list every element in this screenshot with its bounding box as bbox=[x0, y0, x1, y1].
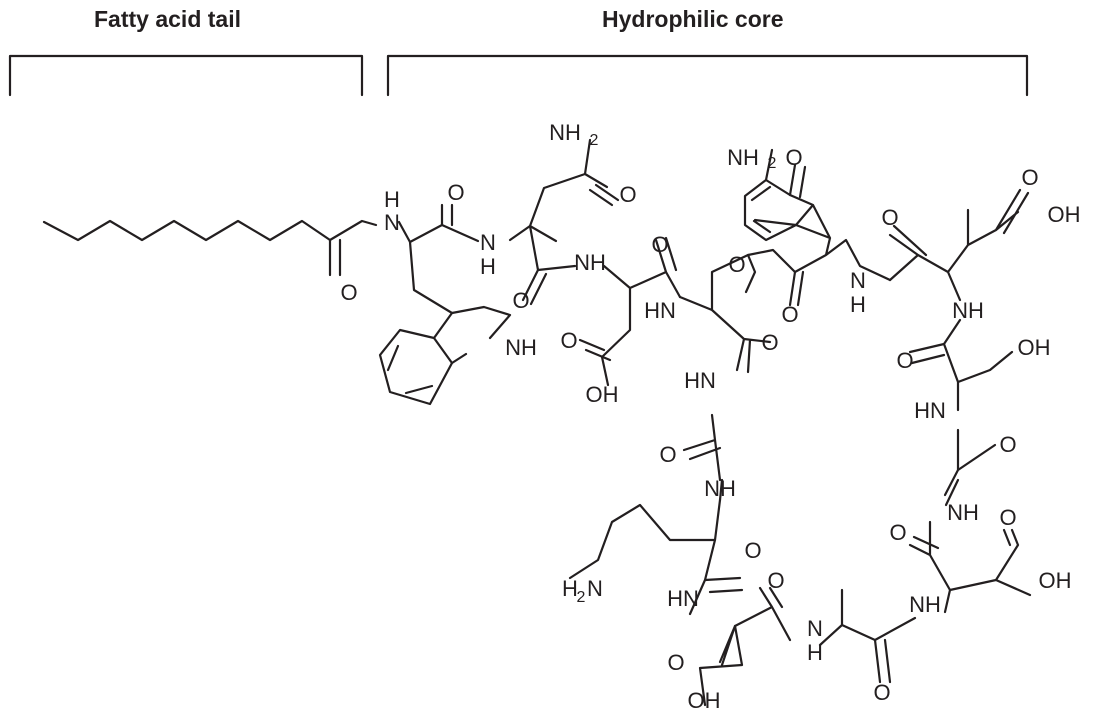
ornithine bbox=[568, 498, 744, 616]
kynurenine bbox=[743, 178, 892, 282]
atom-h: H bbox=[480, 254, 496, 279]
asp-bottom bbox=[718, 586, 792, 667]
trp-backbone bbox=[397, 220, 480, 244]
subscript-2: 2 bbox=[590, 132, 599, 149]
atom-n: N bbox=[384, 210, 400, 235]
atom-nh: NH bbox=[704, 476, 736, 501]
indole-benzene bbox=[378, 328, 454, 406]
subscript-2: 2 bbox=[577, 589, 586, 606]
glycine-right bbox=[943, 428, 997, 507]
atom-o: O bbox=[881, 205, 898, 230]
atom-o: O bbox=[767, 568, 784, 593]
indole-five-ring bbox=[432, 305, 512, 365]
atom-hn: HN bbox=[914, 398, 946, 423]
atom-nh2: NH bbox=[727, 145, 759, 170]
atom-o: O bbox=[889, 520, 906, 545]
atom-o: O bbox=[999, 505, 1016, 530]
carbonyl-double-bond bbox=[328, 238, 342, 277]
atom-hn: HN bbox=[644, 298, 676, 323]
atom-h: H bbox=[807, 640, 823, 665]
atom-o: O bbox=[512, 288, 529, 313]
atom-oh: OH bbox=[1039, 568, 1072, 593]
asn-side-chain bbox=[508, 138, 620, 243]
atom-nh: NH bbox=[505, 335, 537, 360]
fatty-acid-tail-bracket bbox=[8, 54, 364, 97]
atom-o: O bbox=[560, 328, 577, 353]
atom-n: N bbox=[480, 230, 496, 255]
atom-n: N bbox=[807, 616, 823, 641]
glycine-left bbox=[682, 413, 724, 502]
atom-nh: NH bbox=[947, 500, 979, 525]
atom-oh: OH bbox=[688, 688, 721, 713]
atom-o: O bbox=[761, 330, 778, 355]
atom-oh: OH bbox=[1018, 335, 1051, 360]
methyl-glutamate bbox=[888, 188, 1030, 302]
atom-h2n: H bbox=[562, 576, 578, 601]
atom-o: O bbox=[999, 432, 1016, 457]
atom-nh: NH bbox=[909, 592, 941, 617]
hydrophilic-core-bracket bbox=[386, 54, 1029, 97]
atom-nh: NH bbox=[574, 250, 606, 275]
decanoyl-chain bbox=[42, 219, 378, 242]
hydrophilic-core-header: Hydrophilic core bbox=[602, 6, 784, 32]
atom-h: H bbox=[850, 292, 866, 317]
serine bbox=[908, 318, 1014, 412]
atom-o: O bbox=[651, 232, 668, 257]
atom-o: O bbox=[340, 280, 357, 305]
atom-o: O bbox=[728, 252, 745, 277]
thr bbox=[678, 253, 772, 374]
atom-o: O bbox=[873, 680, 890, 705]
subscript-2: 2 bbox=[768, 155, 777, 172]
atom-o: O bbox=[785, 145, 802, 170]
alanine bbox=[818, 588, 917, 684]
atom-o: O bbox=[781, 302, 798, 327]
atom-o: O bbox=[447, 180, 464, 205]
asp-right bbox=[908, 520, 1032, 614]
fatty-acid-tail-header: Fatty acid tail bbox=[94, 6, 241, 32]
atom-oh: OH bbox=[1048, 202, 1081, 227]
atom-hn: HN bbox=[684, 368, 716, 393]
atom-n: N bbox=[850, 268, 866, 293]
atom-hn: HN bbox=[667, 586, 699, 611]
atom-o: O bbox=[667, 650, 684, 675]
asp-bottom-chain bbox=[698, 624, 744, 707]
atom-nh: NH bbox=[952, 298, 984, 323]
atom-o: O bbox=[659, 442, 676, 467]
atom-o: O bbox=[1021, 165, 1038, 190]
atom-o: O bbox=[896, 348, 913, 373]
atom-n: N bbox=[587, 576, 603, 601]
atom-o: O bbox=[619, 182, 636, 207]
asp1 bbox=[578, 236, 682, 387]
atom-h: H bbox=[384, 187, 400, 212]
atom-oh: OH bbox=[586, 382, 619, 407]
atom-nh2: NH bbox=[549, 120, 581, 145]
atom-o: O bbox=[744, 538, 761, 563]
